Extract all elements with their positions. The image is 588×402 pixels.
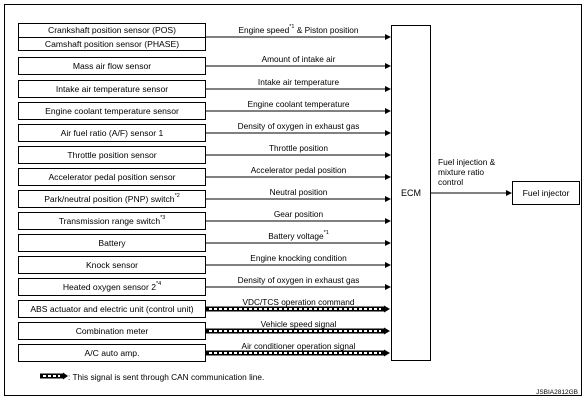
signal-label: Neutral position bbox=[269, 187, 328, 197]
ecm-box: ECM bbox=[391, 25, 431, 361]
box-divider bbox=[19, 36, 205, 38]
legend-can-line bbox=[40, 372, 68, 380]
input-sensor-label: ABS actuator and electric unit (control … bbox=[30, 303, 194, 314]
output-label-line: control bbox=[438, 177, 464, 187]
input-sensor-label: Engine coolant temperature sensor bbox=[45, 105, 179, 116]
input-sensor-label: Air fuel ratio (A/F) sensor 1 bbox=[60, 127, 164, 138]
legend-text: : This signal is sent through CAN commun… bbox=[68, 372, 265, 382]
input-sensor-label: Heated oxygen sensor 2*4 bbox=[62, 280, 162, 292]
signal-label: VDC/TCS operation command bbox=[242, 297, 355, 307]
can-signal-arrow bbox=[206, 327, 390, 335]
signal-label: Intake air temperature bbox=[257, 77, 340, 87]
input-sensor-label: Throttle position sensor bbox=[67, 149, 157, 160]
input-sensor-label: Combination meter bbox=[75, 325, 149, 336]
ecm-label: ECM bbox=[401, 188, 421, 198]
input-sensor-label: Camshaft position sensor (PHASE) bbox=[44, 38, 180, 49]
input-sensor-box: Knock sensor bbox=[18, 256, 206, 274]
input-sensor-box: Park/neutral position (PNP) switch*2 bbox=[18, 190, 206, 208]
output-label: Fuel injection & mixture ratio control bbox=[438, 157, 495, 187]
input-sensor-box: Throttle position sensor bbox=[18, 146, 206, 164]
signal-label: Throttle position bbox=[268, 143, 329, 153]
signal-label: Air conditioner operation signal bbox=[241, 341, 356, 351]
signal-label: Density of oxygen in exhaust gas bbox=[237, 275, 360, 285]
input-sensor-box: Mass air flow sensor bbox=[18, 57, 206, 75]
output-label-line: mixture ratio bbox=[438, 167, 485, 177]
input-sensor-box: Heated oxygen sensor 2*4 bbox=[18, 278, 206, 296]
output-label-line: Fuel injection & bbox=[438, 157, 496, 167]
can-signal-arrow bbox=[206, 305, 390, 313]
signal-label: Vehicle speed signal bbox=[260, 319, 337, 329]
input-sensor-label: A/C auto amp. bbox=[84, 347, 140, 358]
input-sensor-label: Mass air flow sensor bbox=[72, 60, 152, 71]
signal-label: Engine coolant temperature bbox=[247, 99, 350, 109]
signal-label: Battery voltage*1 bbox=[268, 230, 329, 241]
signal-label: Gear position bbox=[273, 209, 324, 219]
fuel-injector-box: Fuel injector bbox=[512, 181, 580, 205]
input-sensor-label: Accelerator pedal position sensor bbox=[48, 171, 176, 182]
input-sensor-label: Park/neutral position (PNP) switch*2 bbox=[44, 192, 180, 204]
input-sensor-box: Air fuel ratio (A/F) sensor 1 bbox=[18, 124, 206, 142]
signal-label: Density of oxygen in exhaust gas bbox=[237, 121, 360, 131]
input-sensor-label: Crankshaft position sensor (POS) bbox=[47, 24, 176, 35]
input-sensor-box: ABS actuator and electric unit (control … bbox=[18, 300, 206, 318]
input-sensor-box: Battery bbox=[18, 234, 206, 252]
input-sensor-label: Knock sensor bbox=[85, 259, 139, 270]
signal-label: Engine knocking condition bbox=[250, 253, 347, 263]
input-sensor-label: Battery bbox=[98, 237, 126, 248]
signal-label: Amount of intake air bbox=[261, 54, 336, 64]
input-sensor-box: Combination meter bbox=[18, 322, 206, 340]
input-sensor-box: Engine coolant temperature sensor bbox=[18, 102, 206, 120]
can-signal-arrow bbox=[206, 349, 390, 357]
input-sensor-box: Intake air temperature sensor bbox=[18, 80, 206, 98]
input-sensor-label: Intake air temperature sensor bbox=[55, 83, 169, 94]
signal-label: Engine speed*1 & Piston position bbox=[238, 24, 359, 35]
input-sensor-label: Transmission range switch*3 bbox=[58, 214, 166, 226]
figure-code: JSBIA2812GB bbox=[536, 389, 578, 396]
input-sensor-box: Accelerator pedal position sensor bbox=[18, 168, 206, 186]
fuel-injector-label: Fuel injector bbox=[522, 187, 570, 198]
diagram-frame bbox=[4, 4, 582, 396]
input-sensor-box: Crankshaft position sensor (POS) Camshaft… bbox=[18, 23, 206, 51]
signal-label: Accelerator pedal position bbox=[250, 165, 347, 175]
input-sensor-box: Transmission range switch*3 bbox=[18, 212, 206, 230]
input-sensor-box: A/C auto amp. bbox=[18, 344, 206, 362]
